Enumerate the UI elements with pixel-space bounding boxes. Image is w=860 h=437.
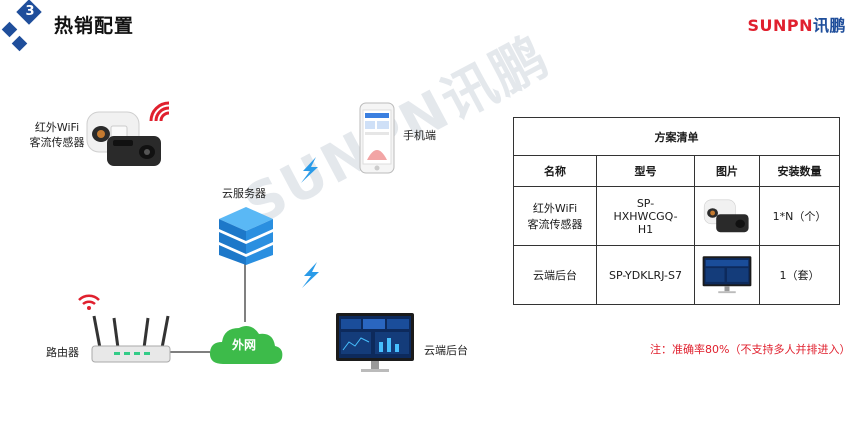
phone-label: 手机端	[403, 129, 436, 142]
server-label: 云服务器	[222, 187, 266, 200]
backend-label: 云端后台	[424, 344, 468, 357]
phone-icon	[359, 102, 395, 174]
row1-name-line2: 客流传感器	[527, 218, 583, 231]
sensor-device-icon	[86, 111, 161, 166]
row1-model-line1: SP-	[636, 196, 655, 210]
row1-name: 红外WiFi 客流传感器	[513, 186, 597, 246]
brand-text: SUNPN	[747, 16, 813, 35]
header-name: 名称	[513, 155, 597, 187]
lightning-icon-bottom	[302, 262, 319, 288]
router-label: 路由器	[46, 346, 79, 359]
cloud-server-icon	[219, 207, 273, 265]
sensor-label-line2: 客流传感器	[29, 136, 85, 149]
row2-model: SP-YDKLRJ-S7	[596, 245, 695, 305]
row1-name-line1: 红外WiFi	[532, 202, 578, 215]
step-number: 3	[25, 4, 35, 19]
brand-logo: SUNPN讯鹏	[747, 12, 846, 36]
row2-name: 云端后台	[513, 245, 597, 305]
plan-table: 方案清单 名称 型号 图片 安装数量 红外WiFi 客流传感器 SP- HXHW…	[513, 117, 840, 305]
sensor-label-line1: 红外WiFi	[34, 121, 80, 134]
internet-cloud-icon	[209, 326, 283, 364]
row1-quantity: 1*N（个）	[759, 186, 840, 246]
router-wifi-signal-icon	[78, 294, 100, 310]
sensor-thumbnail-icon	[703, 199, 749, 233]
header-image: 图片	[694, 155, 760, 187]
sensor-label: 红外WiFi 客流传感器	[26, 120, 88, 150]
lightning-icon-top	[301, 157, 318, 183]
row1-model: SP- HXHWCGQ- H1	[596, 186, 695, 246]
row1-model-line2: HXHWCGQ-	[613, 209, 678, 223]
step-badge	[1, 0, 42, 52]
accuracy-note: 注：准确率80%（不支持多人并排进入）	[650, 343, 851, 356]
router-icon	[91, 315, 171, 363]
plan-table-caption: 方案清单	[513, 117, 840, 156]
table-row: 红外WiFi 客流传感器 SP- HXHWCGQ- H1 1*N（个）	[513, 186, 840, 246]
header-model: 型号	[596, 155, 695, 187]
page-title: 热销配置	[54, 15, 135, 37]
brand-cn: 讯鹏	[812, 16, 846, 35]
backend-monitor-icon	[336, 313, 414, 372]
backend-thumbnail-icon	[702, 256, 752, 294]
row2-image	[694, 245, 760, 305]
wifi-signal-icon	[149, 101, 170, 122]
row1-image	[694, 186, 760, 246]
table-row: 云端后台 SP-YDKLRJ-S7 1（套）	[513, 245, 840, 305]
row1-model-line3: H1	[637, 222, 654, 236]
row2-quantity: 1（套）	[759, 245, 840, 305]
header-quantity: 安装数量	[759, 155, 840, 187]
internet-label: 外网	[232, 338, 257, 352]
